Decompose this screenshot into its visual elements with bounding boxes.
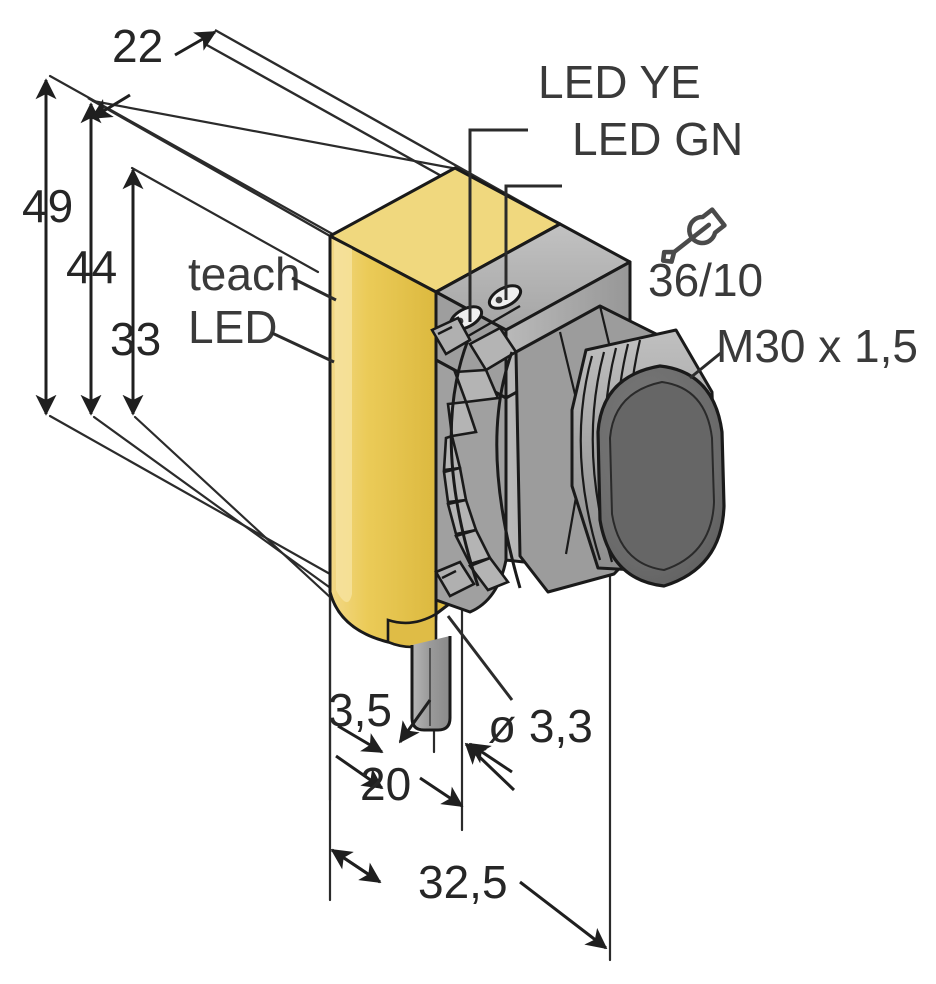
callout-led: LED [188, 301, 335, 364]
callout-led-label: LED [188, 301, 277, 353]
callout-led-ye-label: LED YE [538, 56, 701, 108]
dimension-group-vertical: 49 44 33 [22, 78, 161, 416]
wrench-icon [660, 207, 727, 264]
dimension-3-5: 3,5 [328, 684, 432, 754]
dimension-22-label: 22 [112, 20, 163, 72]
callout-cable-diameter: ø 3,3 [446, 615, 593, 752]
dimension-3-5-label: 3,5 [328, 684, 392, 736]
sensor-lens-inner [608, 380, 716, 572]
callout-led-gn: LED GN [504, 113, 743, 300]
dimension-22: 22 [87, 20, 471, 238]
collar-outer-arc [449, 339, 480, 587]
dimension-44-label: 44 [66, 241, 117, 293]
dimension-33-label: 33 [110, 313, 161, 365]
callout-teach: teach [188, 248, 337, 302]
dimension-20-label: 20 [360, 758, 411, 810]
collar-inner-arc [495, 351, 522, 589]
callout-thread-label: M30 x 1,5 [716, 320, 918, 372]
yellow-bottom-cap [386, 611, 438, 649]
callout-led-gn-label: LED GN [572, 113, 743, 165]
dimension-33: 33 [110, 168, 161, 416]
callout-teach-label: teach [188, 248, 301, 300]
adjustment-screw-lower [434, 560, 476, 598]
dimension-32-5: 32,5 [330, 848, 608, 950]
dimension-32-5-label: 32,5 [418, 856, 508, 908]
sensor-body [328, 166, 726, 732]
dimension-49-label: 49 [22, 180, 73, 232]
callout-cable-diameter-label: ø 3,3 [488, 700, 593, 752]
callout-thread: M30 x 1,5 [689, 320, 918, 380]
led-gn-dot [495, 296, 503, 304]
dimension-44: 44 [66, 102, 117, 416]
yellow-highlight [334, 240, 352, 603]
callout-led-ye: LED YE [468, 56, 701, 322]
torque-label: 36/10 [648, 254, 763, 306]
dimension-49: 49 [22, 78, 73, 416]
dimension-20: 20 [335, 742, 516, 810]
adjustment-screw-upper [430, 316, 472, 356]
